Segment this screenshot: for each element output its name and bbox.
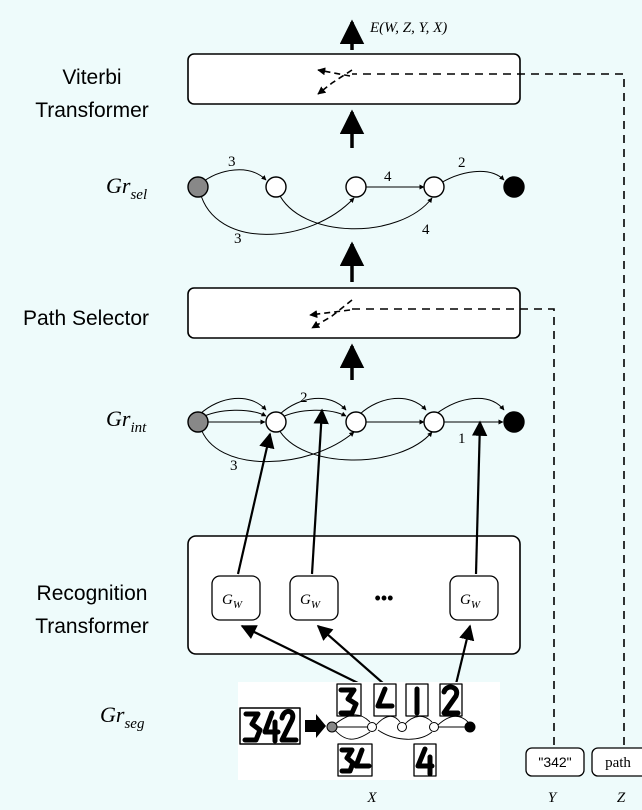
graph-node [423,176,445,198]
gr-int-edge-label: 3 [230,458,238,474]
gw-to-gr-int-arrows [236,408,488,575]
end-node [464,721,476,733]
viterbi-transformer-box [187,53,521,105]
segment-arrow [305,714,326,738]
digit-image-342 [239,707,301,745]
graph-node [423,411,445,433]
end-node [503,411,525,433]
y-input-box: "342" [525,747,585,777]
svg-text:GW: GW [222,592,243,611]
energy-label: E(W, Z, Y, X) [369,20,447,36]
end-node [503,176,525,198]
svg-text:"342": "342" [538,754,571,770]
graph-node [429,722,439,732]
graph-node [345,411,367,433]
path-selector-internal-dashed [309,299,353,329]
recognition-label-line1: Recognition [37,582,148,605]
segment-graph [326,714,476,740]
gw-box: GW [211,575,261,621]
gr-sel-edge-label: 3 [228,154,236,170]
gr-int-label: Grint [106,406,147,436]
graph-node [367,722,377,732]
graph-node [265,176,287,198]
path-selector-label: Path Selector [23,307,149,330]
start-node [326,721,338,733]
start-node [187,411,209,433]
segments-to-gw-arrows [240,624,475,685]
viterbi-label-line2: Transformer [35,99,149,122]
gr-sel-nodes [187,176,525,198]
graph-node [345,176,367,198]
gr-sel-label: Grsel [106,173,147,203]
svg-text:GW: GW [460,592,481,611]
gr-int-nodes [187,411,525,433]
gr-int-edge-label: 1 [458,431,466,447]
recognition-label-line2: Transformer [35,615,149,638]
segment-images-top [336,683,463,717]
viterbi-internal-dashed [317,67,353,95]
y-axis-label: Y [548,790,558,806]
start-node [187,176,209,198]
gw-ellipsis: ••• [375,588,394,608]
graph-node [265,411,287,433]
viterbi-label-line1: Viterbi [62,66,121,89]
x-axis-label: X [366,790,377,806]
gr-sel-edge-label: 4 [422,222,430,238]
svg-text:path: path [605,755,631,771]
z-axis-label: Z [617,790,626,806]
gr-sel-edge-label: 3 [234,231,242,247]
gr-seg-label: Grseg [100,702,145,732]
graph-node [397,722,407,732]
path-selector-box [187,287,521,339]
gr-sel-edge-label: 2 [458,155,466,171]
gw-box: GW [449,575,499,621]
gr-int-edge-label: 2 [300,390,308,406]
segment-images-bottom [337,743,437,777]
z-input-box: path [591,747,642,777]
y-dashed-line [352,308,555,745]
gw-box: GW [289,575,339,621]
svg-text:GW: GW [300,592,321,611]
recognition-transformer-box [187,535,521,655]
gr-sel-edge-label: 4 [384,169,392,185]
